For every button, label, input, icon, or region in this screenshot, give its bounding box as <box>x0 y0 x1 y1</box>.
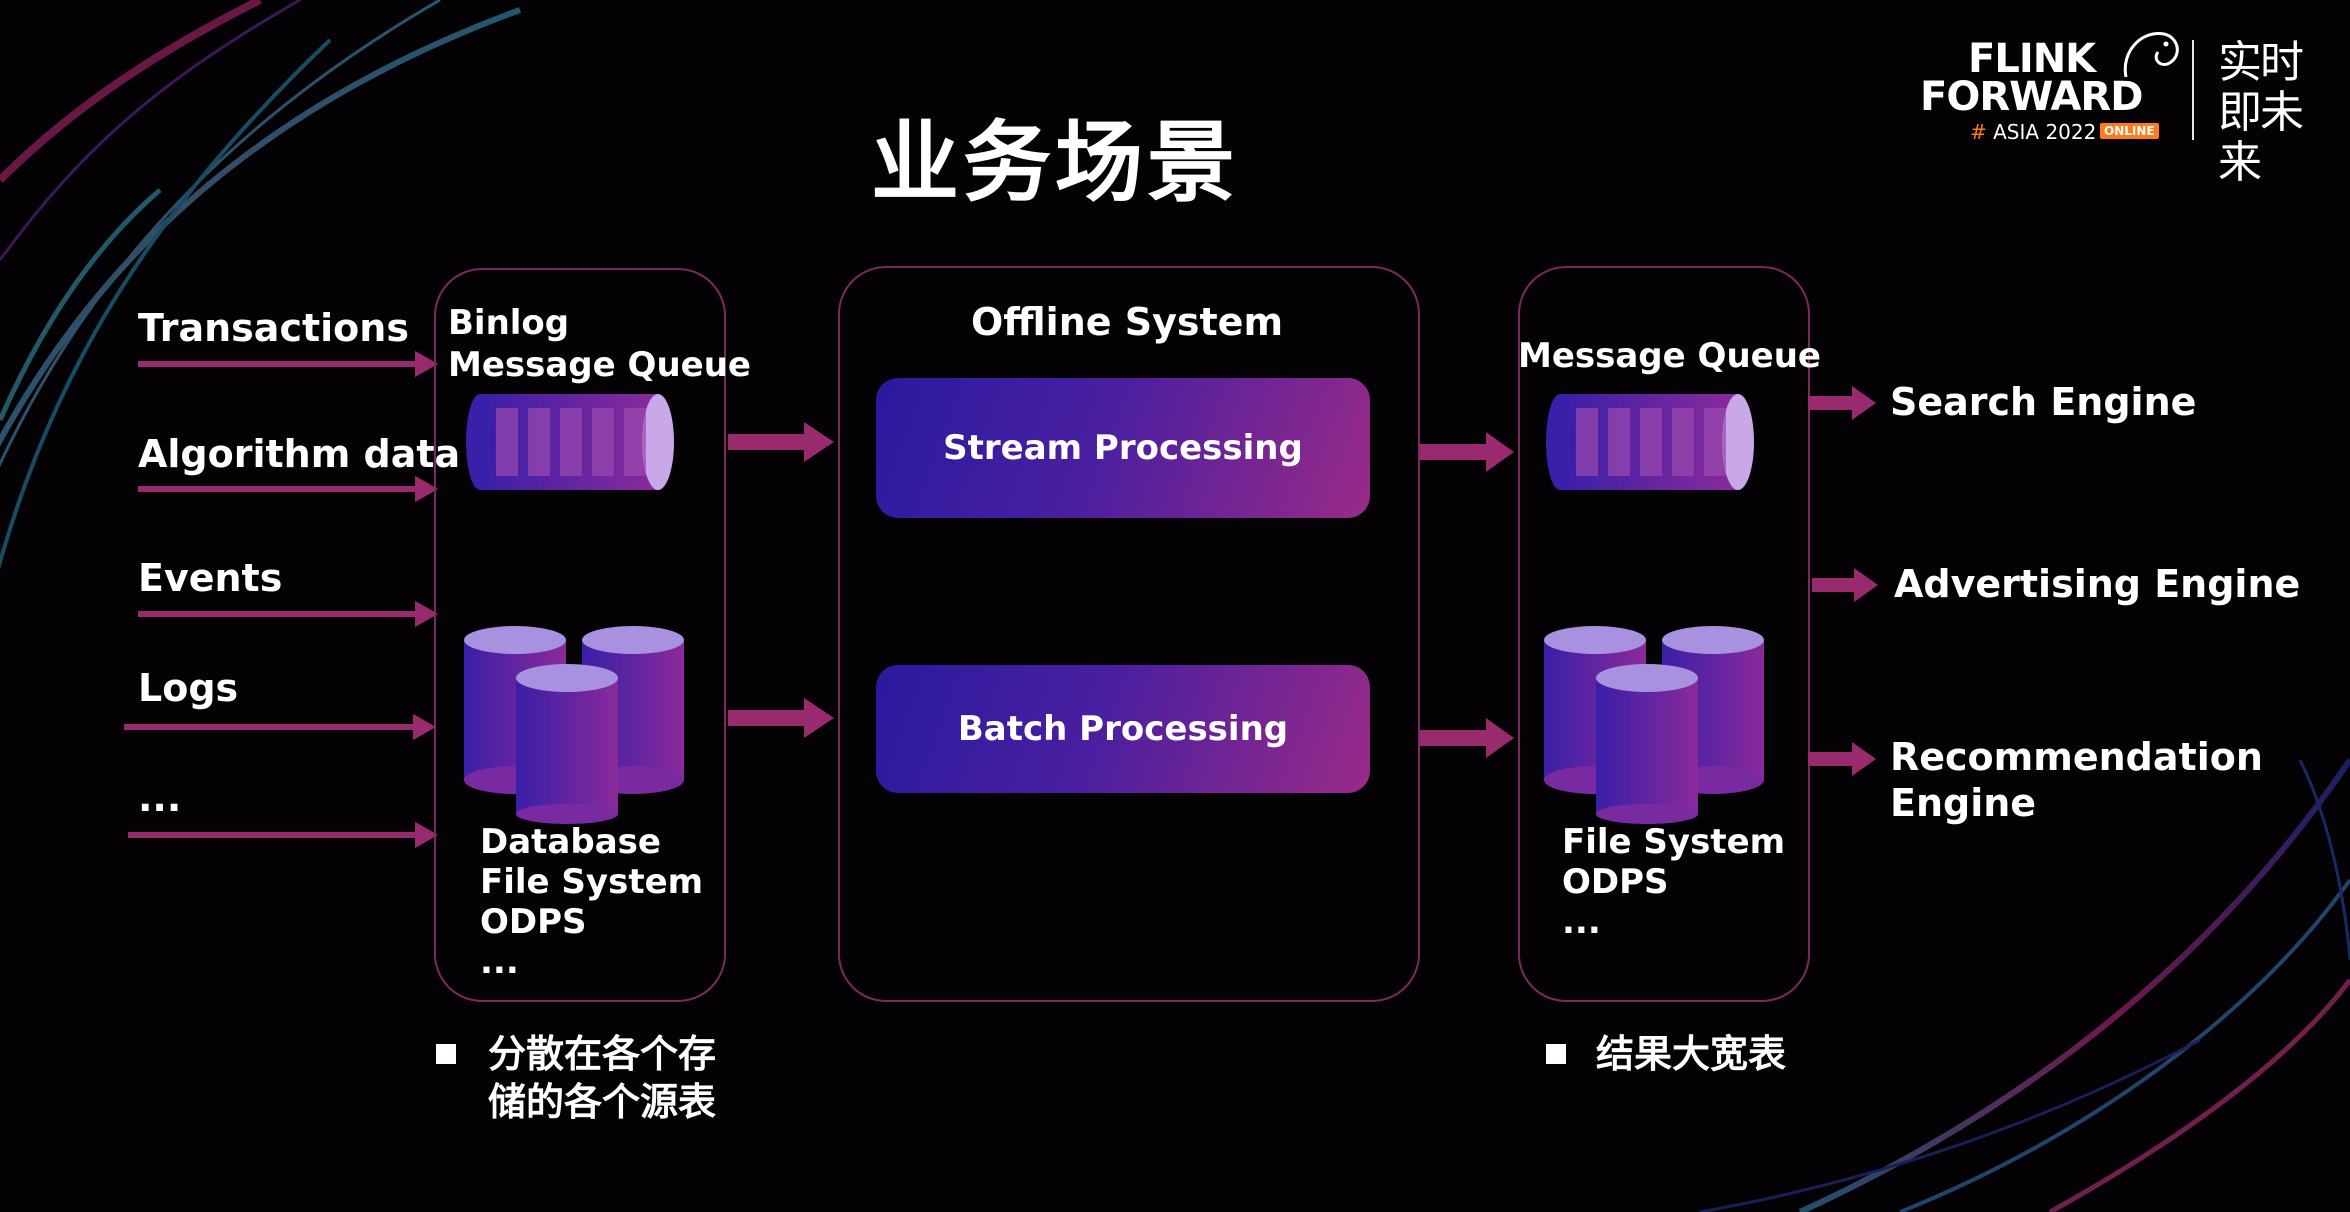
left-to-middle-arrows <box>728 422 834 738</box>
output-advertising-engine: Advertising Engine <box>1894 562 2301 606</box>
binlog-queue-label: Binlog Message Queue <box>448 303 751 385</box>
arrow-head <box>1486 432 1514 472</box>
logo-online-badge: ONLINE <box>2100 123 2159 139</box>
arrow-body <box>1420 444 1490 460</box>
logo-slogan: 实时即未来 <box>2218 37 2304 188</box>
stream-processing-box: Stream Processing <box>876 378 1370 518</box>
middle-to-right-arrows <box>1420 432 1514 758</box>
result-database-icon <box>1544 626 1764 824</box>
arrow-head <box>804 422 834 462</box>
source-arrow-head <box>413 713 437 741</box>
arrow-head <box>1852 386 1876 420</box>
source-ellipsis: ... <box>138 776 182 820</box>
logo-line1: FLINK <box>1968 36 2096 82</box>
output-recommendation-engine: Recommendation Engine <box>1890 735 2263 825</box>
batch-processing-box: Batch Processing <box>876 665 1370 793</box>
arrow-body <box>1808 752 1856 766</box>
arrow-head <box>1854 568 1878 602</box>
source-logs: Logs <box>138 666 239 710</box>
database-icon <box>464 626 684 824</box>
source-events: Events <box>138 556 283 600</box>
logo-divider <box>2192 40 2194 140</box>
batch-processing-label: Batch Processing <box>957 709 1289 749</box>
squirrel-icon <box>2123 32 2179 78</box>
offline-system-title: Offline System <box>970 300 1284 344</box>
source-tables-note: 分散在各个存 储的各个源表 <box>488 1032 717 1124</box>
result-queue-label: Message Queue <box>1518 336 1821 376</box>
source-arrow-head <box>415 821 439 849</box>
source-storage-panel <box>434 268 726 1002</box>
stream-processing-label: Stream Processing <box>943 428 1303 468</box>
arrow-body <box>728 710 808 726</box>
arrow-body <box>728 434 808 450</box>
result-table-note: 结果大宽表 <box>1596 1032 1787 1076</box>
source-arrows <box>124 350 439 849</box>
source-arrow-head <box>415 600 439 628</box>
arrow-head <box>804 698 834 738</box>
message-queue-icon <box>466 394 674 490</box>
logo-edition: # ASIA 2022 <box>1970 120 2097 144</box>
result-message-queue-icon <box>1546 394 1754 490</box>
source-arrow-head <box>415 475 439 503</box>
flink-forward-logo: FLINK FORWARD # ASIA 2022 ONLINE 实时即未来 <box>1920 22 2320 188</box>
offline-system-panel <box>838 266 1420 1002</box>
page-title: 业务场景 <box>870 111 1239 214</box>
arrow-body <box>1808 396 1856 410</box>
source-arrow-head <box>415 350 439 378</box>
output-search-engine: Search Engine <box>1890 380 2197 424</box>
source-algorithm-data: Algorithm data <box>138 432 461 476</box>
arrow-head <box>1486 718 1514 758</box>
source-storage-label: Database File System ODPS ... <box>480 822 704 982</box>
note-bullet <box>436 1044 456 1064</box>
output-arrows <box>1808 386 1878 776</box>
arrow-body <box>1812 578 1858 592</box>
arrow-body <box>1420 730 1490 746</box>
source-transactions: Transactions <box>138 306 409 350</box>
result-storage-panel <box>1518 266 1810 1002</box>
logo-line2: FORWARD <box>1920 74 2143 120</box>
note-bullet <box>1546 1044 1566 1064</box>
arrow-head <box>1852 742 1876 776</box>
result-storage-label: File System ODPS ... <box>1562 822 1786 942</box>
